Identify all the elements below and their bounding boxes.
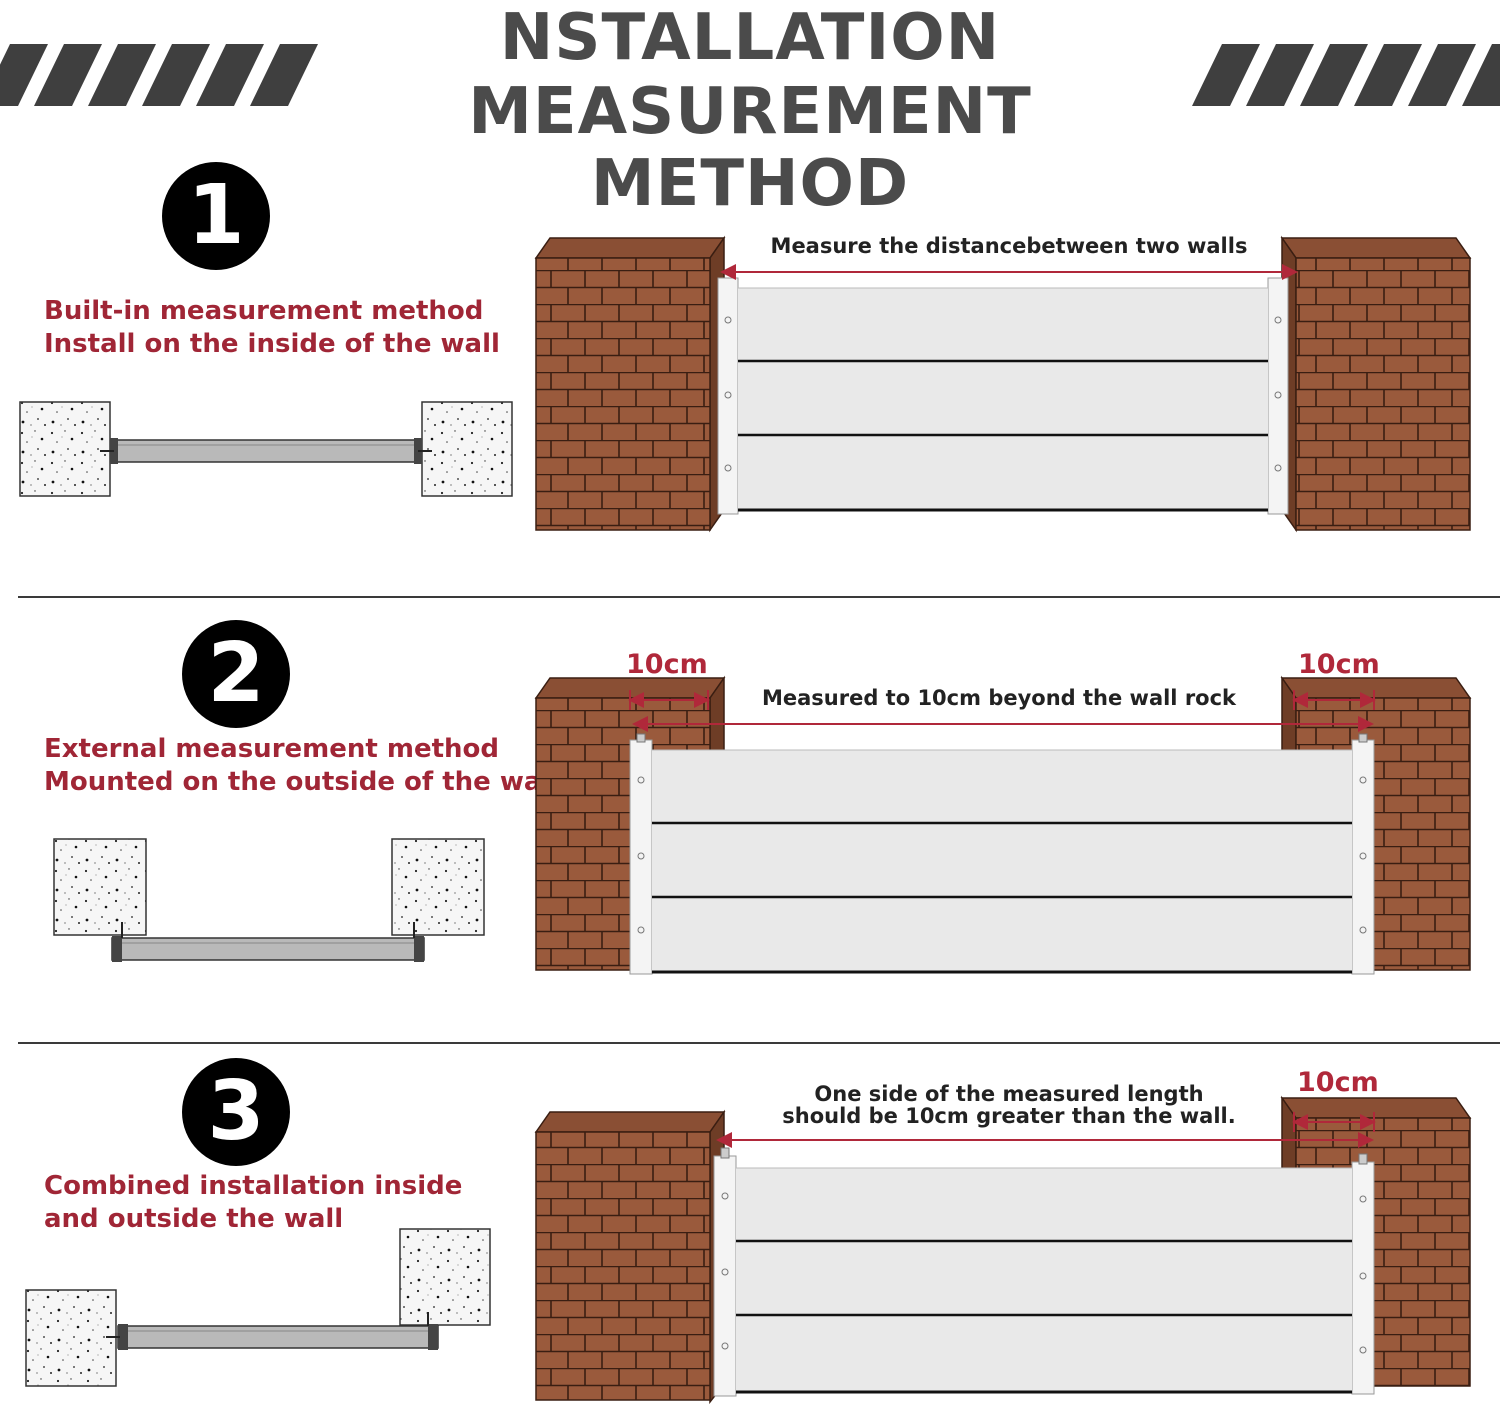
method-3-front-diagram: [534, 1095, 1472, 1405]
method-2-dim-right: 10cm: [1298, 649, 1380, 680]
method-3-measure-label-line1: One side of the measured length: [814, 1082, 1204, 1106]
method-1-plan-diagram: [19, 401, 513, 497]
step-number-1: 1: [162, 162, 270, 270]
decor-stripes-right: [1192, 44, 1500, 106]
method-1-measure-label: Measure the distancebetween two walls: [770, 234, 1248, 258]
page-title-line1: NSTALLATION: [499, 1, 1001, 75]
page-title-line2: MEASUREMENT METHOD: [468, 75, 1032, 221]
method-2-dim-left: 10cm: [626, 649, 708, 680]
section-divider-1: [18, 596, 1500, 598]
method-1-desc-line2: Install on the inside of the wall: [44, 329, 500, 359]
decor-stripes-left: [0, 44, 318, 106]
method-2-desc-line2: Mounted on the outside of the wall: [44, 767, 560, 797]
method-1-front-diagram: [534, 235, 1472, 533]
method-2-desc-line1: External measurement method: [44, 734, 499, 764]
method-2-plan-diagram: [53, 838, 485, 962]
method-3-dim-right: 10cm: [1297, 1067, 1379, 1098]
step-number-2: 2: [182, 620, 290, 728]
section-divider-2: [18, 1042, 1500, 1044]
method-3-desc-line1: Combined installation inside: [44, 1171, 463, 1201]
method-2-front-diagram: [534, 675, 1472, 975]
method-3-desc-line2: and outside the wall: [44, 1204, 344, 1234]
method-2-measure-label: Measured to 10cm beyond the wall rock: [761, 686, 1237, 710]
method-3-measure-label-line2: should be 10cm greater than the wall.: [782, 1104, 1236, 1128]
step-number-3: 3: [182, 1058, 290, 1166]
method-3-plan-diagram: [25, 1228, 491, 1387]
method-1-desc-line1: Built-in measurement method: [44, 296, 484, 326]
